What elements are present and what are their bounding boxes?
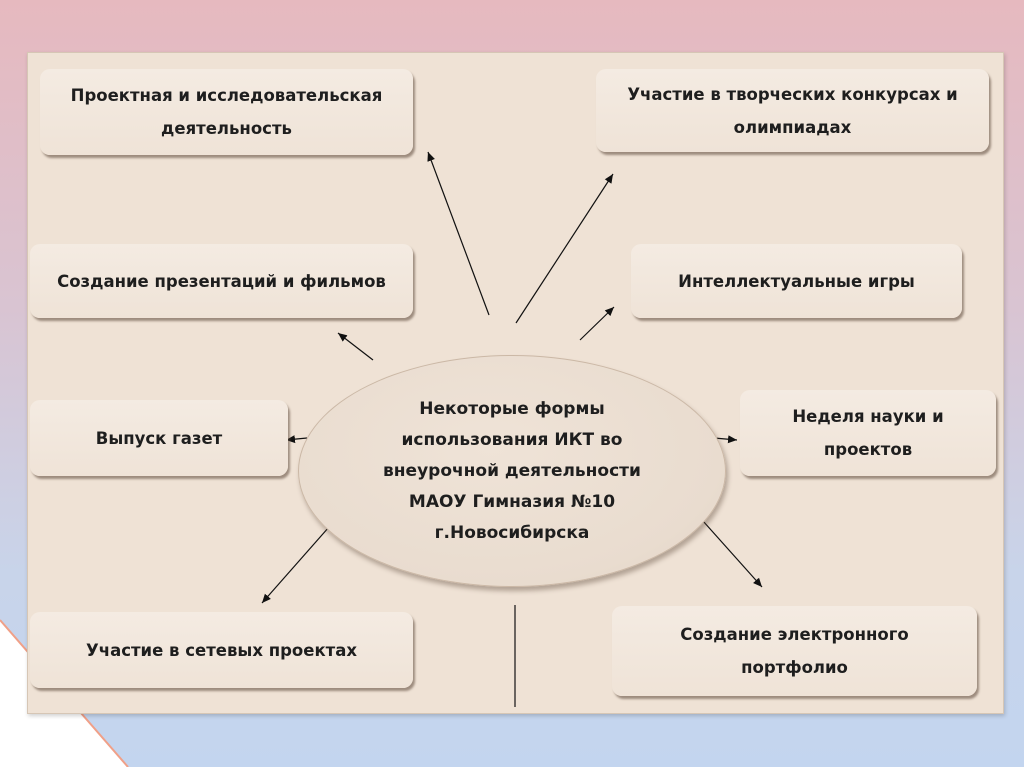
node-presentations: Создание презентаций и фильмов [30,244,413,318]
node-science-week: Неделя науки и проектов [740,390,996,476]
node-newspapers: Выпуск газет [30,400,288,476]
center-ellipse: Некоторые формы использования ИКТ во вне… [298,355,726,587]
node-portfolio: Создание электронного портфолио [612,606,977,696]
center-text: Некоторые формы использования ИКТ во вне… [383,398,641,543]
arrow-to-games [579,306,615,341]
node-games: Интеллектуальные игры [631,244,962,318]
node-contests: Участие в творческих конкурсах и олимпиа… [596,69,989,152]
node-network: Участие в сетевых проектах [30,612,413,688]
arrow-to-project [427,151,490,316]
arrow-to-portfolio [702,520,763,588]
node-project: Проектная и исследовательская деятельнос… [40,69,413,155]
arrow-to-newspapers [285,435,308,444]
arrow-to-presentations [337,332,374,361]
arrow-to-network [261,526,330,604]
arrow-to-contests [515,173,614,324]
